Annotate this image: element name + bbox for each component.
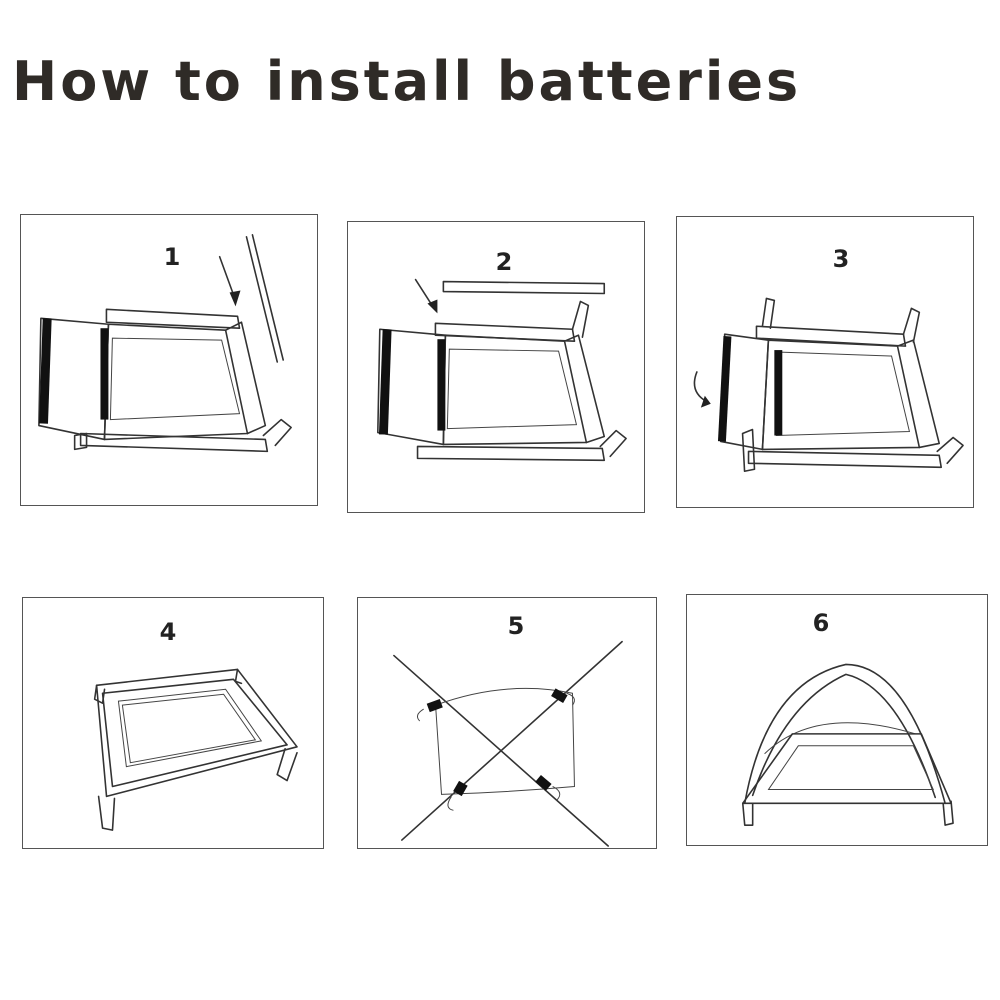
- step-2-panel: 2: [347, 221, 645, 513]
- step-5-number: 5: [507, 612, 525, 640]
- step-1-illustration: [38, 234, 292, 453]
- step-4-illustration: [93, 668, 298, 831]
- step-5-panel: 5: [357, 597, 657, 849]
- step-1-panel: 1: [20, 214, 318, 506]
- step-4-number: 4: [159, 618, 177, 646]
- step-6-number: 6: [812, 609, 830, 637]
- step-4-panel: 4: [22, 597, 324, 849]
- step-2-number: 2: [495, 248, 513, 276]
- step-1-number: 1: [163, 243, 181, 271]
- step-6-illustration: [741, 663, 954, 826]
- page-title: How to install batteries: [12, 50, 802, 113]
- step-3-illustration: [693, 297, 964, 473]
- step-2-illustration: [377, 278, 627, 462]
- step-5-illustration: [393, 640, 623, 847]
- step-6-panel: 6: [686, 594, 988, 846]
- step-3-panel: 3: [676, 216, 974, 508]
- step-3-number: 3: [832, 245, 850, 273]
